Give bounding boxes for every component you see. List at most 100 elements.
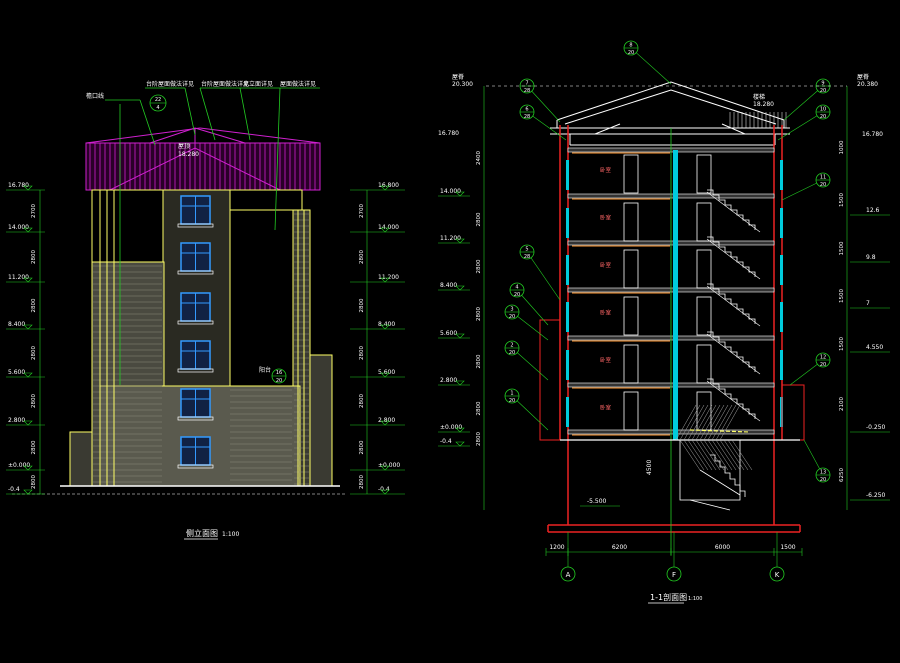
dimension-value: 1200 <box>549 544 564 551</box>
dimension-value: 2800 <box>31 440 37 454</box>
tag-bottom: 20 <box>514 292 520 298</box>
axis-bubble <box>560 566 576 582</box>
door-opening <box>623 249 639 289</box>
left-drawing-title: 侧立面图 <box>186 528 218 538</box>
level-triangle <box>380 324 390 330</box>
hatch-line <box>691 404 713 441</box>
balcony-tag-bottom: 20 <box>276 378 282 384</box>
hatch-line <box>691 439 713 471</box>
level-value: 14.000 <box>440 188 461 195</box>
side-window-right <box>780 160 783 190</box>
side-windows <box>539 160 805 441</box>
door-opening <box>623 344 639 384</box>
dimension-value: 2800 <box>359 298 365 312</box>
window-sill <box>177 416 214 421</box>
dimension-value: 2800 <box>359 346 365 360</box>
level-triangle <box>380 227 390 233</box>
tag-bottom: 20 <box>820 477 826 483</box>
hatch-line <box>731 439 753 471</box>
hatch-line <box>679 439 701 471</box>
section-eave-elevation: 16.780 <box>438 130 459 137</box>
level-value: 2.800 <box>8 417 25 424</box>
level-value: 7 <box>866 300 870 307</box>
tag-leader <box>511 311 549 341</box>
tag-bottom: 28 <box>524 88 530 94</box>
window-sill <box>177 223 214 228</box>
hatch-line <box>707 439 729 471</box>
dimension-value: 2800 <box>476 354 482 368</box>
level-triangle <box>380 489 390 495</box>
callout-text: 北立面详见 <box>243 80 273 88</box>
level-value: 5.600 <box>378 369 395 376</box>
dimension-value: 2800 <box>31 250 37 264</box>
tag-leader <box>526 111 567 141</box>
level-triangle <box>23 277 33 283</box>
callout-texts: 檐口线 台阶屋面做法详见 台阶屋面做法详见 北立面详见 屋面做法详见 <box>86 80 316 100</box>
tag-top: 10 <box>820 107 826 113</box>
section-ridge-label-right: 屋脊 <box>857 73 869 81</box>
dimension-value: 6000 <box>715 544 730 551</box>
level-value: 2.800 <box>378 417 395 424</box>
dimension-value: 2700 <box>31 204 37 218</box>
level-value: -0.4 <box>378 486 390 493</box>
level-triangle <box>455 285 465 291</box>
entry-bay <box>539 319 561 441</box>
level-value: 16.780 <box>8 182 29 189</box>
level-triangle <box>380 372 390 378</box>
callout-text: 屋面做法详见 <box>280 80 316 88</box>
room-label: 卧室 <box>600 214 612 222</box>
level-triangle <box>380 465 390 471</box>
stair-stringer <box>706 333 761 375</box>
side-window-right <box>780 302 783 332</box>
level-triangle <box>23 465 33 471</box>
hatch-line <box>711 439 733 471</box>
stair-flights <box>706 189 761 497</box>
side-window-left <box>566 302 569 332</box>
door-opening <box>623 296 639 336</box>
callout-text: 台阶屋面做法详见 <box>146 80 194 88</box>
level-value: 11.200 <box>8 274 29 281</box>
tag-bottom: 20 <box>628 50 634 56</box>
door-opening <box>623 202 639 242</box>
tag-bottom: 28 <box>524 114 530 120</box>
room-label: 卧室 <box>600 166 612 174</box>
level-triangle <box>380 420 390 426</box>
hatch-line <box>675 404 697 441</box>
dimension-value: 2400 <box>476 151 482 165</box>
ridge-label: 屋顶 <box>178 143 190 150</box>
roof-hatching <box>89 143 316 190</box>
level-triangle <box>455 427 465 433</box>
stair-stringer <box>706 191 761 233</box>
hatch-line <box>695 404 717 441</box>
tag-top: 7 <box>525 81 528 87</box>
dimension-value: 1500 <box>839 241 845 255</box>
door-opening <box>696 344 712 384</box>
hatch-line <box>719 404 741 441</box>
axis-bubble <box>769 566 785 582</box>
room-label: 卧室 <box>600 261 612 269</box>
dimension-value: 2700 <box>359 204 365 218</box>
level-triangle <box>455 191 465 197</box>
level-value: 12.6 <box>866 207 880 214</box>
section-eave-elevation-right: 16.780 <box>862 131 883 138</box>
hatch-line <box>715 404 737 441</box>
dimension-value: 6200 <box>612 544 627 551</box>
tag-top: 3 <box>510 307 513 313</box>
dimension-value: 2800 <box>359 394 365 408</box>
hatch-line <box>723 439 745 471</box>
tag-bottom: 20 <box>820 114 826 120</box>
window-sill <box>177 464 214 469</box>
level-value: 11.200 <box>378 274 399 281</box>
basement-dim: 4500 <box>646 460 653 475</box>
section-level-markers: 14.00011.2008.4005.6002.800±0.000-0.412.… <box>438 86 890 510</box>
dimension-value: 2800 <box>359 440 365 454</box>
room-label: 卧室 <box>600 404 612 412</box>
balcony-tag-top: 16 <box>276 370 282 376</box>
detail-tag-bottom: 4 <box>156 105 159 111</box>
balcony-label: 阳台 <box>259 366 271 374</box>
dimension-value: 2800 <box>476 307 482 321</box>
level-value: 5.600 <box>8 369 25 376</box>
stair-stringer <box>706 380 761 422</box>
basement-hatch <box>675 404 753 471</box>
